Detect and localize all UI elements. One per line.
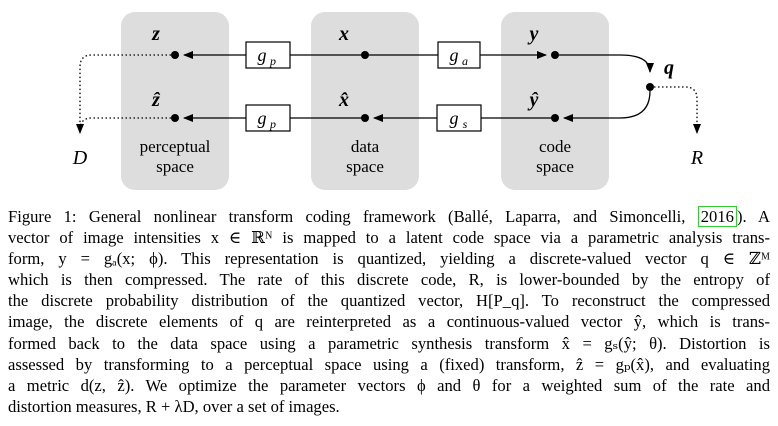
caption-line-7: formed back to the data space using a pa… <box>8 333 770 353</box>
node-z <box>171 51 179 59</box>
caption-line-9: a metric d(z, ẑ). We optimize the parame… <box>8 375 770 395</box>
gp-bottom-label: g <box>258 108 267 128</box>
gp-top-sub: p <box>269 54 276 68</box>
code-label-1: code <box>539 137 571 156</box>
node-q <box>646 83 654 91</box>
caption-line-2: vector of image intensities x ∈ ℝᴺ is ma… <box>8 228 770 248</box>
caption-line-8: assessed by transforming to a perceptual… <box>8 354 770 374</box>
node-y <box>551 51 559 59</box>
gp-top-box <box>245 41 291 69</box>
code-label-2: space <box>536 157 574 176</box>
gp-top-label: g <box>258 45 267 65</box>
gs-label: g <box>450 108 459 128</box>
data-space-panel <box>311 12 419 190</box>
D-label: D <box>72 147 88 169</box>
var-y: y <box>528 23 539 45</box>
var-x: x <box>338 23 349 45</box>
data-label-1: data <box>351 137 380 156</box>
perceptual-space-panel <box>121 12 229 190</box>
var-z-hat: ẑ <box>151 89 161 111</box>
gp-bottom-box <box>245 104 291 132</box>
dotted-z-to-D <box>76 54 171 134</box>
caption-line-1-text: Figure 1: General nonlinear transform co… <box>8 207 686 226</box>
var-z: z <box>151 23 160 45</box>
citation-link-2016[interactable]: 2016 <box>697 206 737 227</box>
gs-box <box>436 104 482 132</box>
dotted-zhat-to-D <box>79 117 171 131</box>
arrow-q-to-yhat <box>563 90 651 122</box>
ga-sub: a <box>462 54 468 68</box>
figure-caption: Figure 1: General nonlinear transform co… <box>8 206 770 417</box>
R-label: R <box>690 147 703 169</box>
perceptual-label-1: perceptual <box>140 137 211 156</box>
caption-line-6: image, the discrete elements of q are re… <box>8 312 770 332</box>
transform-coding-diagram: z x y ẑ x̂ ŷ g p g a g p g s q R D perce… <box>72 12 703 190</box>
ga-box <box>437 41 481 69</box>
caption-line-4: which is then compressed. The rate of th… <box>8 270 770 290</box>
caption-line-1-end: ). A <box>736 207 770 226</box>
code-space-panel <box>501 12 609 190</box>
caption-line-10: distortion measures, R + λD, over a set … <box>8 396 340 416</box>
var-x-hat: x̂ <box>338 89 349 111</box>
caption-line-5: the discrete probability distribution of… <box>8 291 770 311</box>
arrow-y-to-q <box>559 54 654 73</box>
ga-label: g <box>450 45 459 65</box>
gs-sub: s <box>463 117 468 131</box>
q-label: q <box>664 57 674 79</box>
gp-bottom-sub: p <box>269 117 276 131</box>
dotted-q-to-R <box>654 86 701 134</box>
var-y-hat: ŷ <box>528 89 539 111</box>
node-z-hat <box>171 114 179 122</box>
data-label-2: space <box>346 157 384 176</box>
caption-line-3: form, y = gₐ(x; ϕ). This representation … <box>8 249 770 269</box>
perceptual-label-2: space <box>156 157 194 176</box>
caption-line-1: Figure 1: General nonlinear transform co… <box>8 206 770 227</box>
